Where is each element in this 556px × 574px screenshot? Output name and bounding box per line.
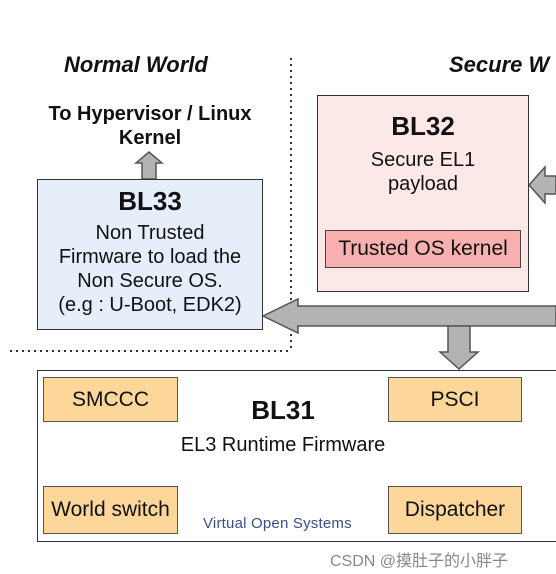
- bl31-subtitle: EL3 Runtime Firmware: [180, 434, 386, 456]
- hypervisor-label-line: To Hypervisor / Linux: [48, 103, 252, 125]
- bl33-line: (e.g : U-Boot, EDK2): [58, 294, 242, 316]
- bl32-line: payload: [387, 173, 459, 195]
- bl32-line: Secure EL1: [370, 149, 476, 171]
- bl32-input-arrow-icon: [527, 165, 556, 205]
- world-switch-box: World switch: [43, 486, 178, 534]
- trusted-os-kernel-box: Trusted OS kernel: [325, 230, 521, 268]
- normal-world-heading: Normal World: [64, 52, 208, 77]
- secure-world-heading: Secure W: [449, 52, 550, 77]
- watermark-text: CSDN @摸肚子的小胖子: [330, 553, 509, 570]
- bl33-box: BL33 Non Trusted Firmware to load the No…: [37, 179, 263, 330]
- bl33-line: Firmware to load the: [58, 246, 242, 268]
- bl33-line: Non Trusted: [95, 222, 205, 244]
- vos-logo-text: Virtual Open Systems: [203, 515, 352, 532]
- smccc-box: SMCCC: [43, 377, 178, 422]
- dispatcher-box: Dispatcher: [388, 486, 522, 534]
- left-arrow-icon: [261, 297, 556, 335]
- down-arrow-icon: [438, 325, 480, 371]
- bl33-description: Non Trusted Firmware to load the Non Sec…: [38, 221, 262, 317]
- psci-box: PSCI: [388, 377, 522, 422]
- hypervisor-label: To Hypervisor / Linux Kernel: [20, 102, 280, 150]
- bl31-title: BL31: [251, 395, 315, 425]
- up-arrow-icon: [133, 151, 165, 180]
- bl32-description: Secure EL1 payload: [318, 148, 528, 196]
- bl33-line: Non Secure OS.: [77, 270, 223, 292]
- hypervisor-label-line: Kernel: [118, 127, 182, 149]
- bl33-title: BL33: [118, 186, 182, 216]
- bl32-box: BL32 Secure EL1 payload Trusted OS kerne…: [317, 95, 529, 292]
- bl32-title: BL32: [391, 111, 455, 141]
